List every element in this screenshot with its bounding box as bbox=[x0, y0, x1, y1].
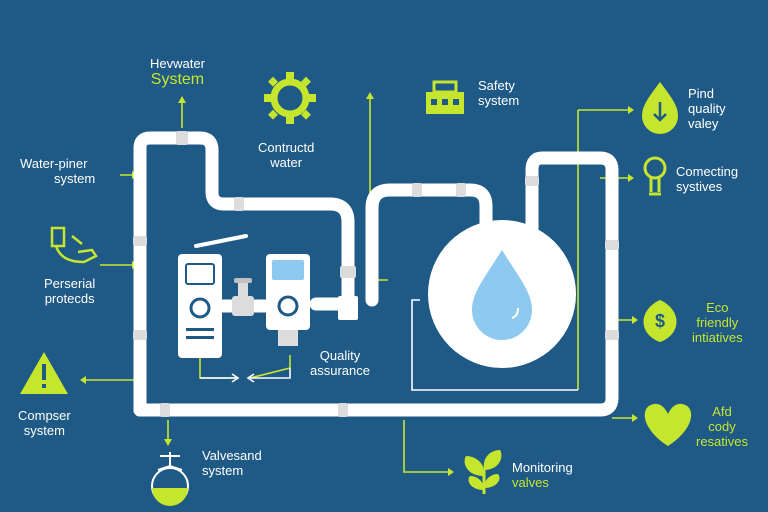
water-piner-line2: system bbox=[54, 171, 96, 186]
aid-line3: resatives bbox=[696, 434, 749, 449]
constructd-line1: Contructd bbox=[258, 140, 315, 155]
connecting-line1: Comecting bbox=[676, 164, 739, 179]
pind-line1: Pind bbox=[688, 86, 715, 101]
inner-arrows bbox=[200, 368, 291, 383]
valve-middle bbox=[232, 278, 254, 316]
aid-line2: cody bbox=[708, 419, 736, 434]
constructd-label: Contructd water bbox=[258, 140, 314, 170]
quality-assurance-label: Quality assurance bbox=[310, 348, 370, 378]
hand-glove-icon bbox=[50, 226, 98, 264]
pind-line3: valey bbox=[688, 116, 719, 131]
monitoring-label: Monitoring valves bbox=[512, 460, 573, 490]
safety-line1: Safety bbox=[478, 78, 515, 93]
system-title: Hevwater System bbox=[150, 56, 205, 89]
valvesand-line2: system bbox=[202, 463, 244, 478]
compser-line1: Compser bbox=[18, 408, 71, 423]
eco-friendly-label: Eco friendly intiatives bbox=[692, 300, 743, 345]
perserial-line1: Perserial bbox=[44, 276, 96, 291]
system-title-line1: Hevwater bbox=[150, 56, 205, 71]
lightbulb-icon bbox=[643, 156, 667, 196]
quality-line1: Quality bbox=[319, 348, 361, 363]
valvesand-line1: Valvesand bbox=[202, 448, 262, 463]
safety-system-label: Safety system bbox=[478, 78, 519, 108]
valve-right bbox=[338, 296, 358, 320]
gear-icon bbox=[264, 72, 316, 124]
connecting-line2: systives bbox=[676, 179, 723, 194]
aid-line1: Afd bbox=[712, 404, 732, 419]
water-piner-line1: Water-piner bbox=[20, 156, 88, 171]
svg-text:$: $ bbox=[655, 311, 665, 331]
water-piner-label: Water-piner system bbox=[20, 156, 95, 186]
quality-line2: assurance bbox=[310, 363, 370, 378]
constructd-line2: water bbox=[270, 155, 303, 170]
warning-icon bbox=[20, 352, 68, 394]
flask-icon bbox=[151, 452, 189, 506]
system-title-line2: System bbox=[150, 71, 205, 88]
connecting-label: Comecting systives bbox=[676, 164, 738, 194]
water-tank bbox=[411, 220, 578, 391]
eco-line1: Eco bbox=[706, 300, 729, 315]
eco-line2: friendly bbox=[696, 315, 739, 330]
control-unit-left bbox=[178, 234, 248, 358]
compser-line2: system bbox=[23, 423, 65, 438]
safety-line2: system bbox=[478, 93, 520, 108]
pipe-joints bbox=[133, 131, 619, 417]
perserial-label: Perserial protecds bbox=[44, 276, 95, 306]
monitoring-line2: valves bbox=[512, 475, 549, 490]
sprout-icon bbox=[464, 450, 502, 494]
compser-label: Compser system bbox=[18, 408, 71, 438]
perserial-line2: protecds bbox=[44, 291, 95, 306]
monitoring-line1: Monitoring bbox=[512, 460, 573, 475]
aid-label: Afd cody resatives bbox=[696, 404, 748, 449]
valvesand-label: Valvesand system bbox=[202, 448, 262, 478]
water-drop-icon bbox=[472, 250, 532, 340]
pind-line2: quality bbox=[688, 101, 726, 116]
drop-icon bbox=[642, 82, 678, 134]
eco-line3: intiatives bbox=[692, 330, 743, 345]
dollar-leaf-icon: $ bbox=[643, 300, 677, 342]
control-unit-right bbox=[266, 254, 310, 346]
control-panel-icon bbox=[426, 80, 464, 114]
heart-icon bbox=[644, 403, 692, 446]
pind-quality-label: Pind quality valey bbox=[688, 86, 726, 131]
